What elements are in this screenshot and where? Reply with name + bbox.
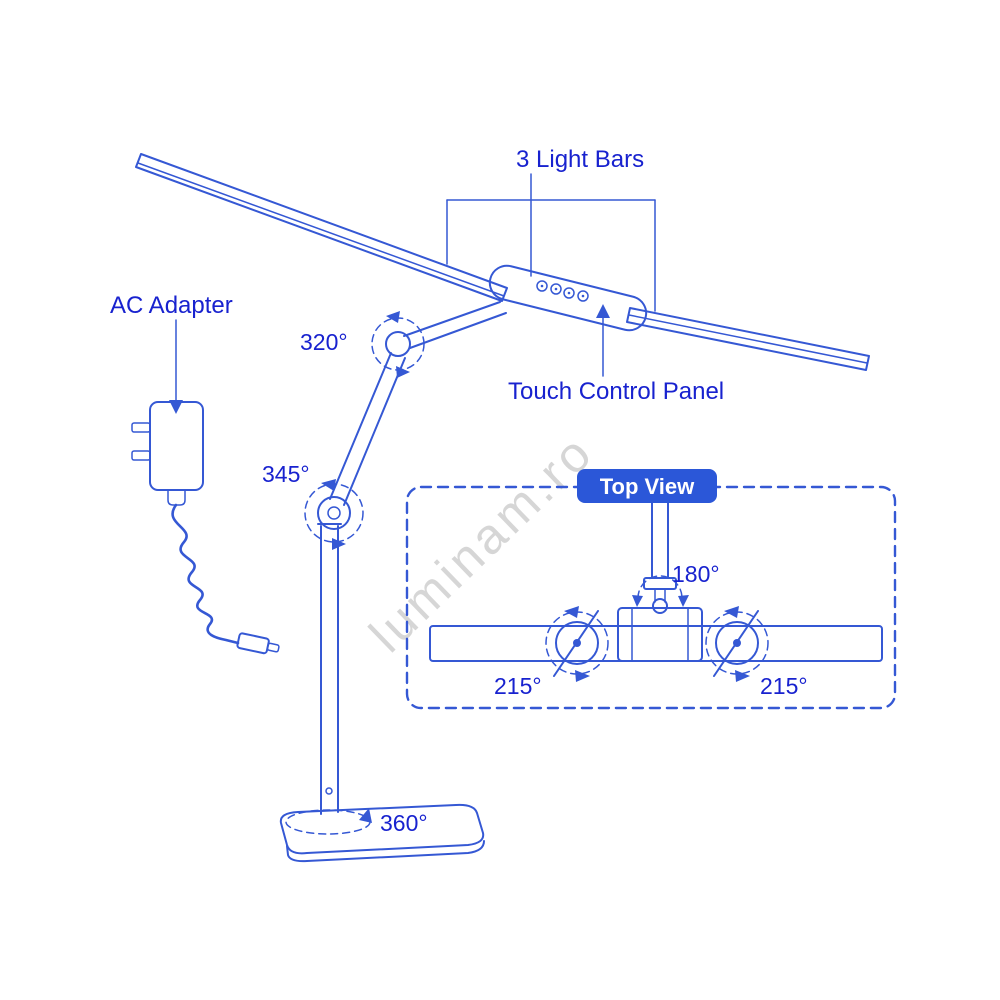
upper-arm bbox=[403, 301, 507, 349]
shoulder-joint bbox=[317, 496, 351, 530]
elbow-joint bbox=[385, 331, 411, 357]
base-rotation-arc bbox=[285, 808, 372, 835]
elbow-rotation-arc bbox=[371, 311, 425, 378]
touch-control-buttons bbox=[536, 280, 589, 302]
light-bars-label: 3 Light Bars bbox=[516, 146, 644, 173]
right-bar-angle-label: 215° bbox=[760, 673, 808, 699]
ac-adapter bbox=[131, 401, 204, 506]
top-view-arm bbox=[643, 502, 677, 614]
head-angle-label: 180° bbox=[672, 561, 720, 587]
base-angle-label: 360° bbox=[380, 810, 428, 836]
top-view-label: Top View bbox=[600, 474, 695, 499]
shoulder-angle-label: 345° bbox=[262, 461, 310, 487]
dc-plug bbox=[236, 632, 280, 655]
light-bars-callout-line bbox=[446, 173, 656, 312]
touch-panel-label: Touch Control Panel bbox=[508, 378, 724, 405]
right-light-bar bbox=[626, 307, 870, 371]
lower-arm bbox=[329, 352, 406, 506]
center-light-bar bbox=[488, 264, 648, 332]
ac-adapter-arrow bbox=[169, 319, 183, 414]
right-bar-pivot bbox=[713, 610, 759, 677]
left-light-bar bbox=[135, 153, 508, 302]
power-cable bbox=[171, 503, 240, 645]
pole bbox=[317, 523, 342, 815]
left-bar-angle-label: 215° bbox=[494, 673, 542, 699]
left-bar-pivot bbox=[553, 610, 599, 677]
shoulder-rotation-arc bbox=[304, 479, 364, 550]
ac-adapter-label: AC Adapter bbox=[110, 292, 233, 319]
top-view-badge bbox=[577, 469, 717, 503]
right-bar-rotation-arc bbox=[705, 606, 769, 682]
head-rotation-arc bbox=[632, 575, 689, 607]
top-view-bar bbox=[429, 607, 883, 662]
touch-panel-arrow bbox=[596, 304, 610, 377]
top-view-panel: 180° 215° 215° To bbox=[405, 469, 897, 710]
base bbox=[279, 803, 485, 863]
left-bar-rotation-arc bbox=[545, 606, 609, 682]
elbow-angle-label: 320° bbox=[300, 329, 348, 355]
